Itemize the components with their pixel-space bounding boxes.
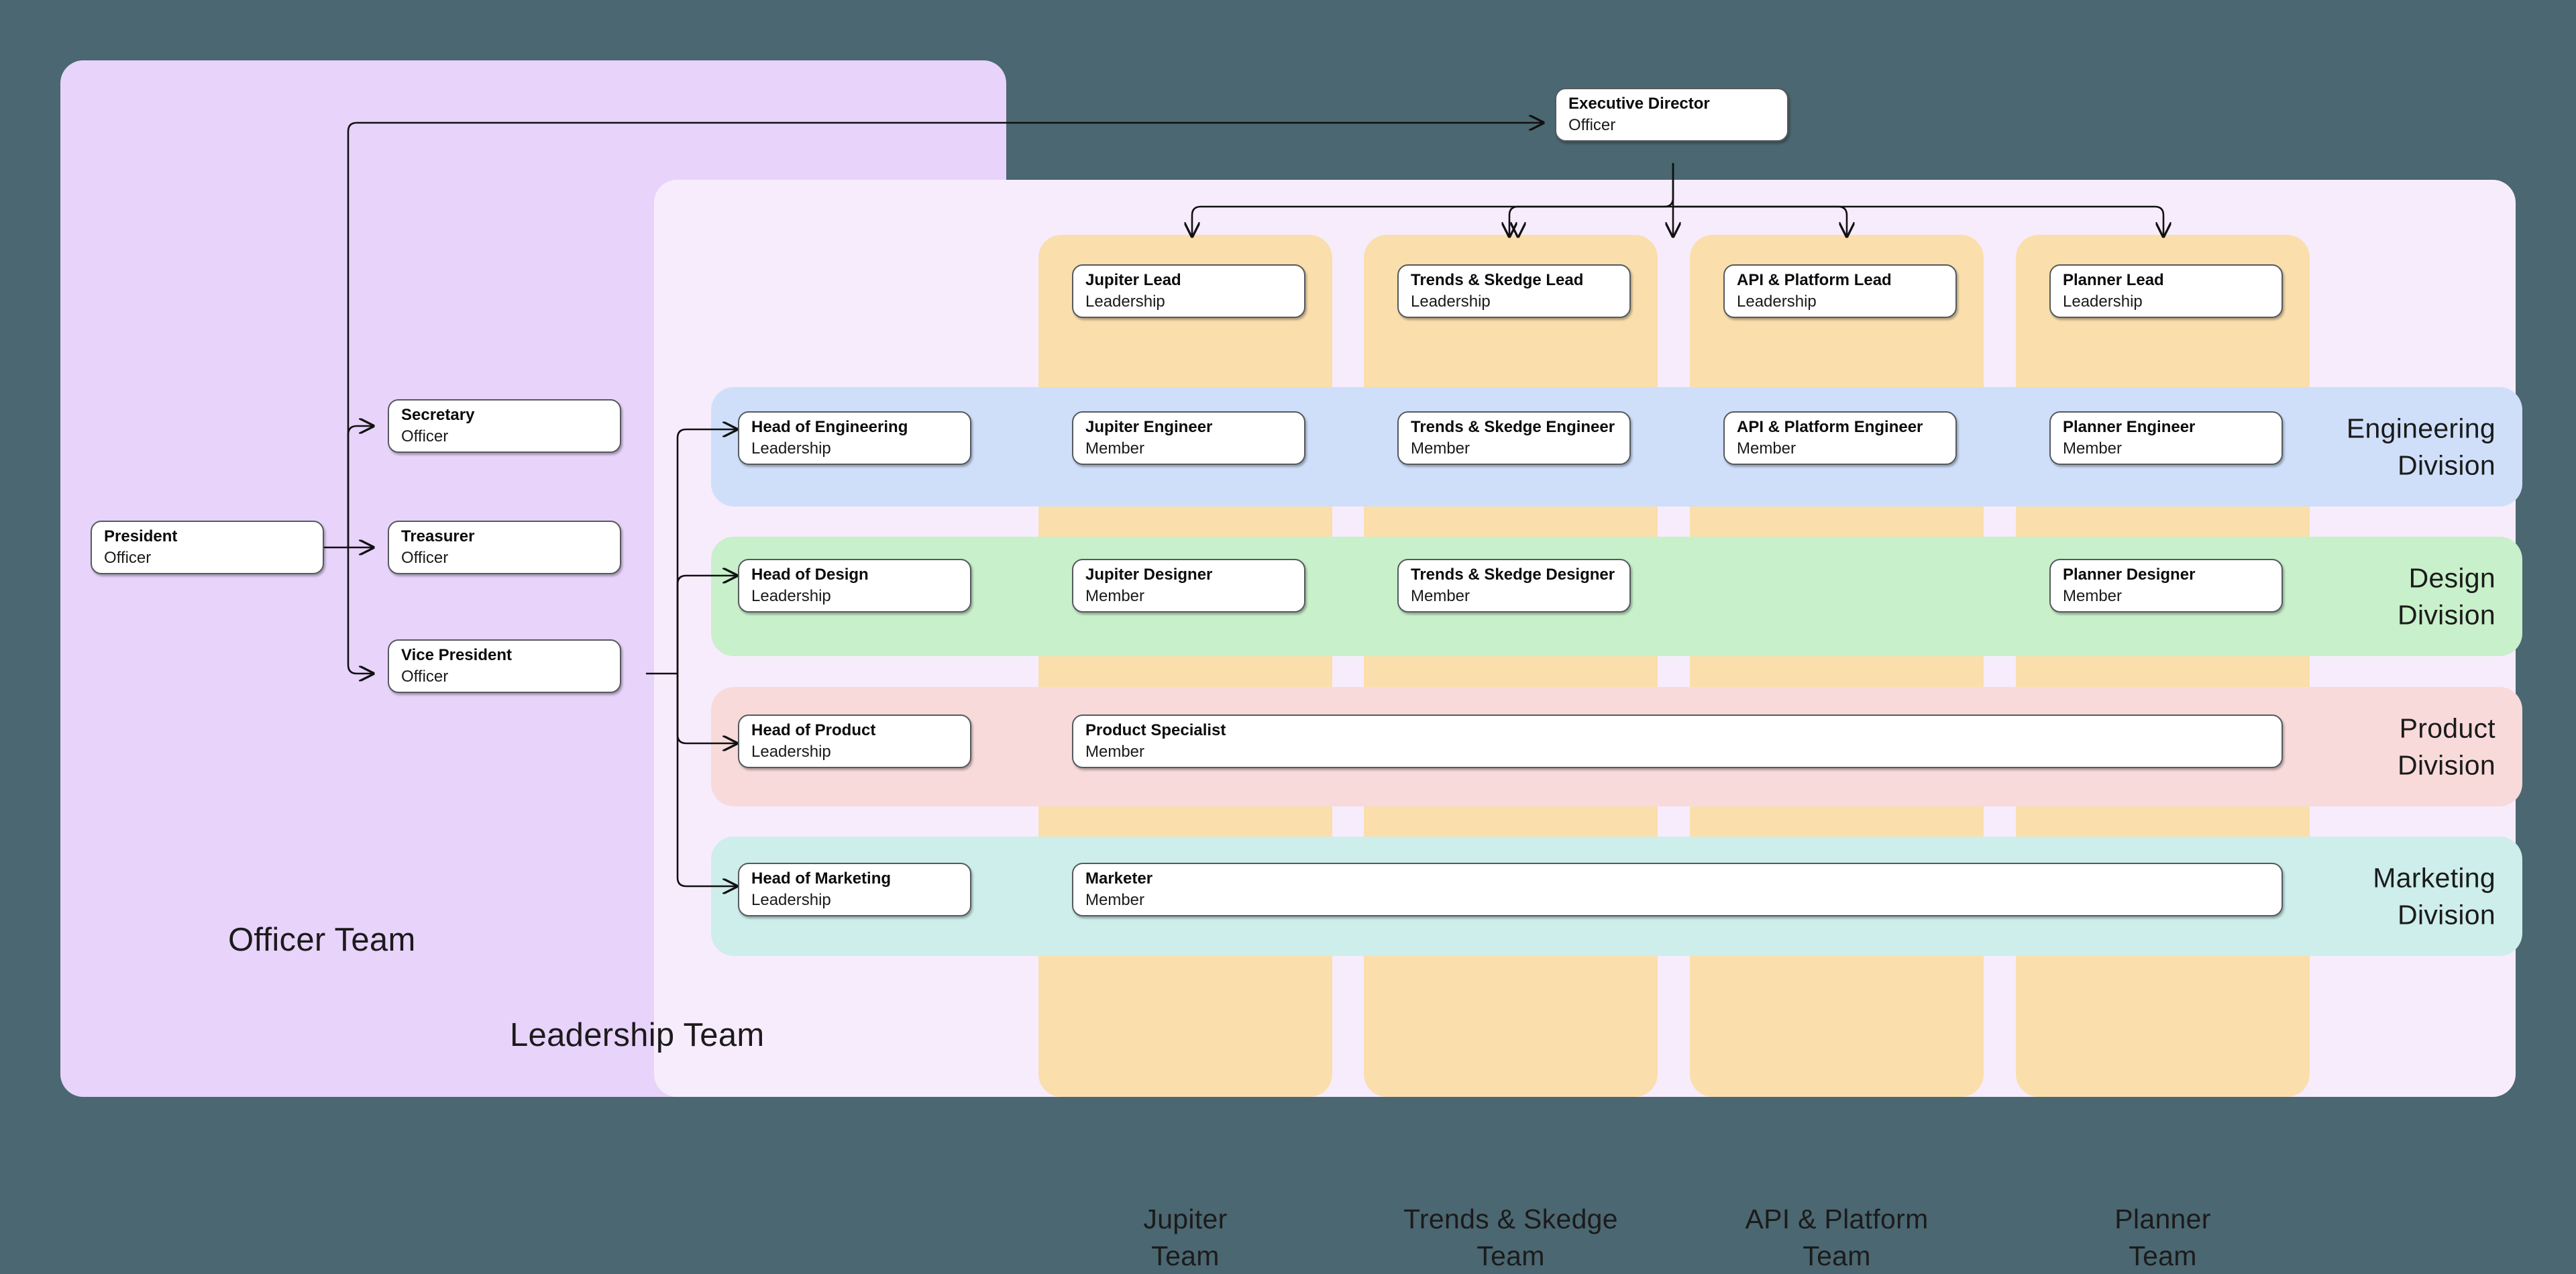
division-label-design: Design Division bbox=[2398, 562, 2496, 630]
node-title: Planner Designer bbox=[2063, 565, 2196, 584]
node-jupiter-designer[interactable]: Jupiter Designer Member bbox=[1072, 559, 1305, 613]
node-role: Member bbox=[2063, 587, 2123, 606]
node-api-platform-engineer[interactable]: API & Platform Engineer Member bbox=[1723, 411, 1957, 465]
node-jupiter-lead[interactable]: Jupiter Lead Leadership bbox=[1072, 264, 1305, 318]
division-label-product: Product Division bbox=[2398, 712, 2496, 780]
node-jupiter-engineer[interactable]: Jupiter Engineer Member bbox=[1072, 411, 1305, 465]
node-trends-skedge-designer[interactable]: Trends & Skedge Designer Member bbox=[1397, 559, 1631, 613]
node-title: Trends & Skedge Designer bbox=[1411, 565, 1615, 584]
node-title: Executive Director bbox=[1568, 94, 1710, 113]
node-title: API & Platform Engineer bbox=[1737, 417, 1923, 436]
node-title: Trends & Skedge Lead bbox=[1411, 270, 1584, 289]
node-title: Marketer bbox=[1085, 869, 1153, 888]
node-role: Member bbox=[1085, 439, 1145, 458]
node-role: Officer bbox=[401, 427, 449, 446]
node-title: Treasurer bbox=[401, 527, 475, 545]
node-role: Member bbox=[1085, 587, 1145, 606]
node-role: Leadership bbox=[1411, 293, 1491, 311]
node-title: Trends & Skedge Engineer bbox=[1411, 417, 1615, 436]
team-label-planner: Planner Team bbox=[2114, 1204, 2211, 1271]
node-trends-skedge-lead[interactable]: Trends & Skedge Lead Leadership bbox=[1397, 264, 1631, 318]
node-role: Member bbox=[1411, 439, 1470, 458]
node-title: Head of Engineering bbox=[751, 417, 908, 436]
node-planner-designer[interactable]: Planner Designer Member bbox=[2049, 559, 2283, 613]
node-title: Jupiter Lead bbox=[1085, 270, 1181, 289]
node-head-of-marketing[interactable]: Head of Marketing Leadership bbox=[738, 863, 971, 916]
node-title: Vice President bbox=[401, 645, 512, 664]
division-label-engineering: Engineering Division bbox=[2346, 413, 2496, 480]
division-label-marketing: Marketing Division bbox=[2373, 862, 2496, 930]
node-head-of-product[interactable]: Head of Product Leadership bbox=[738, 714, 971, 768]
node-role: Leadership bbox=[751, 743, 831, 761]
node-title: Head of Product bbox=[751, 721, 876, 739]
node-role: Leadership bbox=[2063, 293, 2143, 311]
node-api-platform-lead[interactable]: API & Platform Lead Leadership bbox=[1723, 264, 1957, 318]
team-column-planner: Planner Team bbox=[2016, 235, 2310, 1271]
node-role: Officer bbox=[401, 668, 449, 686]
team-column-trends-skedge: Trends & Skedge Team bbox=[1364, 235, 1658, 1271]
node-role: Member bbox=[1411, 587, 1470, 606]
team-label-jupiter: Jupiter Team bbox=[1143, 1204, 1228, 1271]
node-role: Officer bbox=[104, 549, 152, 568]
node-role: Leadership bbox=[751, 891, 831, 910]
node-role: Leadership bbox=[751, 439, 831, 458]
node-role: Member bbox=[1737, 439, 1796, 458]
node-title: President bbox=[104, 527, 178, 545]
node-role: Officer bbox=[401, 549, 449, 568]
node-title: Head of Design bbox=[751, 565, 869, 584]
team-column-api-platform: API & Platform Team bbox=[1690, 235, 1984, 1271]
org-chart-canvas: Jupiter Team Trends & Skedge Team API & … bbox=[60, 60, 2522, 1271]
team-label-api-platform: API & Platform Team bbox=[1745, 1204, 1929, 1271]
node-head-of-design[interactable]: Head of Design Leadership bbox=[738, 559, 971, 613]
node-trends-skedge-engineer[interactable]: Trends & Skedge Engineer Member bbox=[1397, 411, 1631, 465]
node-title: Jupiter Engineer bbox=[1085, 417, 1213, 436]
node-head-of-engineering[interactable]: Head of Engineering Leadership bbox=[738, 411, 971, 465]
node-title: API & Platform Lead bbox=[1737, 270, 1892, 289]
node-title: Secretary bbox=[401, 405, 475, 424]
node-role: Member bbox=[2063, 439, 2123, 458]
team-label-trends-skedge: Trends & Skedge Team bbox=[1403, 1204, 1618, 1271]
node-role: Leadership bbox=[1085, 293, 1165, 311]
node-role: Officer bbox=[1568, 116, 1616, 135]
node-title: Product Specialist bbox=[1085, 721, 1226, 739]
node-marketer[interactable]: Marketer Member bbox=[1072, 863, 2283, 916]
node-role: Leadership bbox=[1737, 293, 1817, 311]
node-treasurer[interactable]: Treasurer Officer bbox=[388, 521, 621, 574]
node-planner-engineer[interactable]: Planner Engineer Member bbox=[2049, 411, 2283, 465]
node-role: Member bbox=[1085, 743, 1145, 761]
node-secretary[interactable]: Secretary Officer bbox=[388, 399, 621, 453]
leadership-team-label: Leadership Team bbox=[510, 1017, 765, 1053]
node-title: Planner Engineer bbox=[2063, 417, 2196, 436]
node-title: Head of Marketing bbox=[751, 869, 892, 888]
node-product-specialist[interactable]: Product Specialist Member bbox=[1072, 714, 2283, 768]
node-title: Planner Lead bbox=[2063, 270, 2164, 289]
team-column-jupiter: Jupiter Team bbox=[1038, 235, 1332, 1271]
node-title: Jupiter Designer bbox=[1085, 565, 1213, 584]
node-planner-lead[interactable]: Planner Lead Leadership bbox=[2049, 264, 2283, 318]
officer-team-label: Officer Team bbox=[228, 922, 416, 958]
node-role: Leadership bbox=[751, 587, 831, 606]
node-role: Member bbox=[1085, 891, 1145, 910]
node-vice-president[interactable]: Vice President Officer bbox=[388, 639, 621, 693]
node-executive-director[interactable]: Executive Director Officer bbox=[1555, 88, 1788, 142]
node-president[interactable]: President Officer bbox=[91, 521, 324, 574]
